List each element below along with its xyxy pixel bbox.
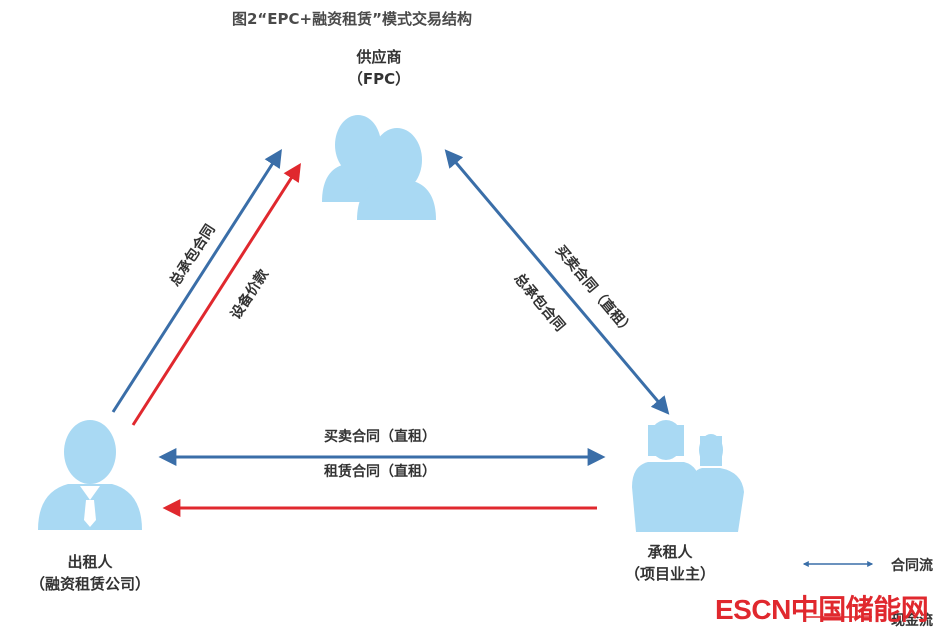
lessor-icon — [38, 420, 142, 530]
supplier-name: 供应商 — [356, 48, 402, 66]
supplier-sub: （FPC） — [347, 70, 411, 88]
lessor-sub: （融资租赁公司） — [29, 575, 150, 593]
diagram-title: 图2“EPC+融资租赁”模式交易结构 — [232, 10, 472, 28]
edge-lessor-supplier-payment — [131, 162, 301, 426]
label-lessor-lessee-contract-1: 买卖合同（直租） — [324, 429, 436, 445]
legend-contract-label: 合同流 — [891, 558, 933, 574]
legend-cash-label: 现金流 — [891, 613, 933, 629]
label-lessor-lessee-contract-2: 租赁合同（直租） — [324, 464, 436, 480]
lessor-name: 出租人 — [67, 553, 113, 571]
edge-supplier-lessee-contract — [444, 149, 670, 415]
brand-watermark: ESCN中国储能网 — [715, 594, 929, 625]
lessee-name: 承租人 — [647, 543, 693, 561]
supplier-icon — [322, 115, 436, 220]
lessee-icon — [632, 420, 744, 532]
lessee-sub: （项目业主） — [624, 565, 715, 583]
edge-lessor-supplier-contract — [111, 148, 282, 413]
